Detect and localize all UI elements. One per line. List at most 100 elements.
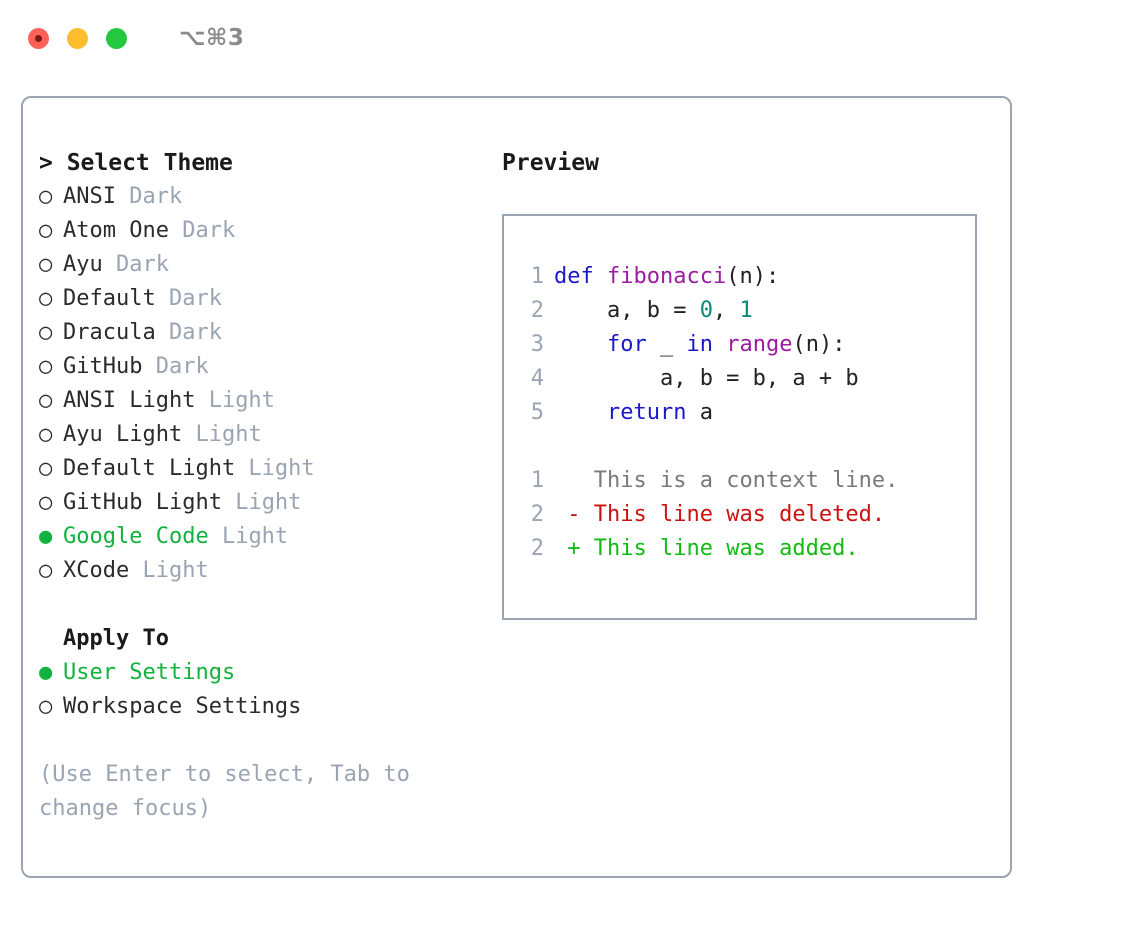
theme-list-item[interactable]: ○ GitHub Dark: [39, 350, 479, 384]
theme-list-item[interactable]: ○ Default Dark: [39, 282, 479, 316]
diff-text: This is a context line.: [580, 468, 899, 493]
theme-list-item[interactable]: ○Ayu Light Light: [39, 418, 479, 452]
line-number: 2: [530, 536, 544, 561]
code-token: ,: [712, 298, 740, 323]
theme-variant-badge: Dark: [168, 218, 236, 243]
diff-sign: [554, 468, 581, 493]
theme-list-item[interactable]: ○ Dracula Dark: [39, 316, 479, 350]
code-token: _: [646, 332, 687, 357]
radio-unselected-icon: ○: [39, 320, 53, 345]
preview-header: Preview: [502, 150, 599, 176]
diff-sample: 1 This is a context line. 2 - This line w…: [516, 464, 975, 566]
diff-text: This line was deleted.: [580, 502, 886, 527]
radio-unselected-icon: ○: [39, 490, 53, 515]
theme-name: XCode: [63, 558, 130, 583]
theme-name: GitHub: [63, 354, 143, 379]
theme-name: ANSI Light: [63, 388, 196, 413]
code-token: a, b = b, a + b: [554, 366, 859, 391]
theme-name: ANSI: [63, 184, 116, 209]
line-number: 1: [530, 468, 544, 493]
apply-to-option[interactable]: ● User Settings: [39, 656, 479, 690]
theme-name: Default Light: [63, 456, 236, 481]
line-number: 5: [530, 400, 544, 425]
code-token: range: [726, 332, 793, 357]
code-token: fibonacci: [607, 264, 727, 289]
theme-list-item[interactable]: ○ ANSI Dark: [39, 180, 479, 214]
theme-name: Dracula: [63, 320, 156, 345]
line-number: 4: [530, 366, 544, 391]
theme-name: Default: [63, 286, 156, 311]
code-token: [554, 332, 607, 357]
theme-name: GitHub Light: [63, 490, 222, 515]
theme-list-item[interactable]: ○ ANSI Light Light: [39, 384, 479, 418]
code-line: 3 for _ in range(n):: [516, 328, 975, 362]
theme-name: Ayu Light: [63, 422, 183, 447]
line-number: 2: [530, 502, 544, 527]
theme-variant-badge: Dark: [142, 354, 209, 379]
radio-unselected-icon: ○: [39, 218, 53, 243]
code-line: 5 return a: [516, 396, 975, 430]
apply-to-option-label: User Settings: [63, 660, 236, 685]
diff-text: This line was added.: [580, 536, 859, 561]
theme-variant-badge: Dark: [155, 286, 222, 311]
theme-list: ○ANSI Dark○Atom One Dark○Ayu Dark○Defaul…: [39, 180, 479, 588]
diff-line: 2 - This line was deleted.: [516, 498, 975, 532]
code-token: [554, 400, 607, 425]
theme-name: Google Code: [63, 524, 209, 549]
theme-list-item[interactable]: ○Default Light Light: [39, 452, 479, 486]
code-token: 0: [699, 298, 713, 323]
minimize-button-icon[interactable]: [67, 27, 88, 49]
select-theme-header: > Select Theme: [39, 150, 233, 176]
theme-variant-badge: Dark: [102, 252, 169, 277]
code-token: a: [686, 400, 713, 425]
theme-list-item[interactable]: ○ Ayu Dark: [39, 248, 479, 282]
apply-to-option[interactable]: ○ Workspace Settings: [39, 690, 479, 724]
radio-unselected-icon: ○: [39, 354, 53, 379]
list-spacer: [39, 588, 479, 622]
code-line: 4 a, b = b, a + b: [516, 362, 975, 396]
theme-list-item[interactable]: ○ GitHub Light Light: [39, 486, 479, 520]
diff-sign: +: [554, 536, 581, 561]
zoom-button-icon[interactable]: [106, 27, 127, 49]
code-token: [594, 264, 607, 289]
theme-variant-badge: Light: [208, 524, 289, 549]
theme-list-item[interactable]: ○XCode Light: [39, 554, 479, 588]
theme-name: Ayu: [63, 252, 103, 277]
code-token: in: [686, 332, 713, 357]
code-token: (n):: [726, 264, 780, 289]
radio-unselected-icon: ○: [39, 286, 53, 311]
radio-selected-icon: ●: [39, 524, 53, 549]
code-token: (n):: [792, 332, 846, 357]
window-title: ⌥⌘3: [179, 25, 245, 51]
main-panel: > Select Theme ○ANSI Dark○Atom One Dark○…: [21, 96, 1012, 878]
close-button-icon[interactable]: [28, 27, 49, 49]
radio-unselected-icon: ○: [39, 184, 53, 209]
theme-list-item[interactable]: ○Atom One Dark: [39, 214, 479, 248]
diff-line: 2 + This line was added.: [516, 532, 975, 566]
radio-unselected-icon: ○: [39, 694, 53, 719]
theme-variant-badge: Dark: [115, 184, 183, 209]
theme-variant-badge: Light: [221, 490, 302, 515]
apply-to-list: ● User Settings ○ Workspace Settings: [39, 656, 479, 724]
code-token: for: [606, 332, 647, 357]
line-number: 1: [530, 264, 544, 289]
radio-unselected-icon: ○: [39, 456, 53, 481]
apply-to-option-label: Workspace Settings: [63, 694, 302, 719]
radio-unselected-icon: ○: [39, 252, 53, 277]
code-token: a, b =: [554, 298, 700, 323]
code-token: 1: [739, 298, 753, 323]
code-token: return: [606, 400, 687, 425]
theme-variant-badge: Light: [195, 388, 275, 413]
theme-variant-badge: Dark: [155, 320, 222, 345]
line-number: 2: [530, 298, 544, 323]
apply-to-label: Apply To: [63, 626, 169, 651]
radio-unselected-icon: ○: [39, 388, 53, 413]
radio-selected-icon: ●: [39, 660, 53, 685]
theme-variant-badge: Light: [182, 422, 262, 447]
theme-list-item[interactable]: ● Google Code Light: [39, 520, 479, 554]
